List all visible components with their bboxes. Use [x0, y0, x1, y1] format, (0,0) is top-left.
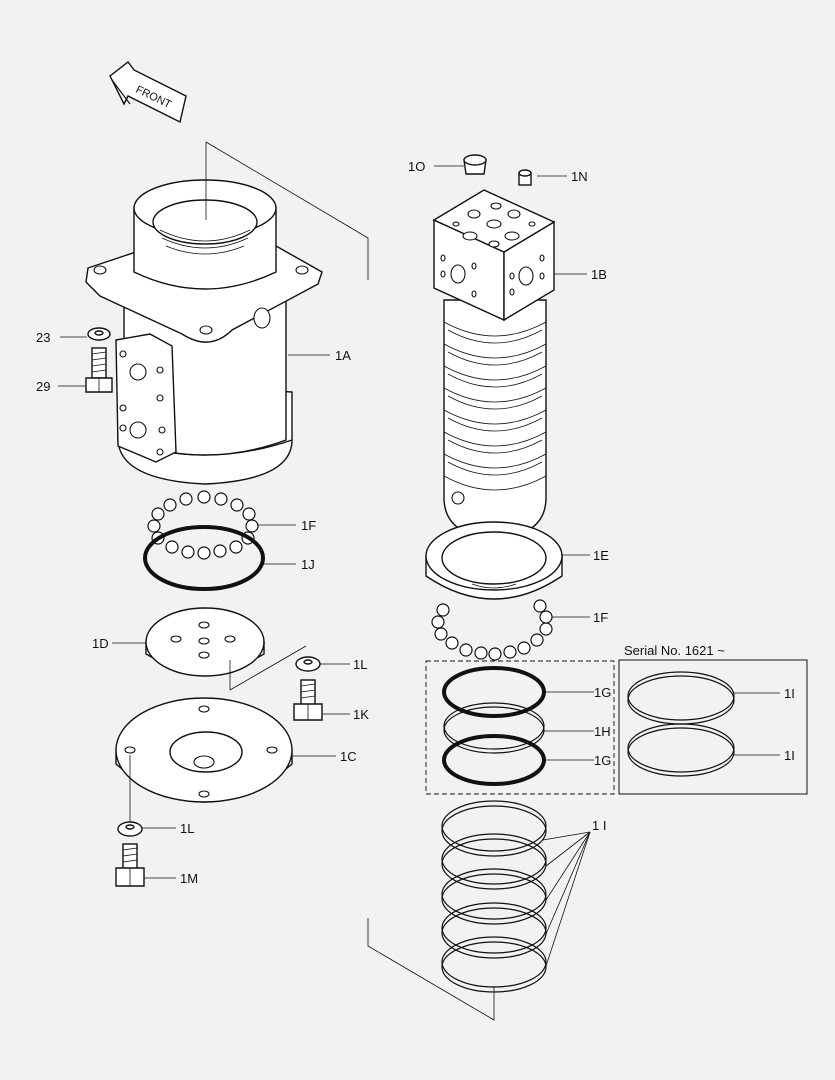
callout-1i-serial-bottom: 1I	[784, 748, 795, 763]
callout-1j: 1J	[301, 557, 315, 572]
callout-1k: 1K	[353, 707, 369, 722]
seal-ring-1e	[425, 521, 563, 600]
washer-23	[87, 327, 111, 341]
callout-1l-upper: 1L	[353, 657, 367, 672]
callout-1o: 1O	[408, 159, 425, 174]
backup-ring-1i-serial-bottom	[627, 723, 735, 777]
callout-1a: 1A	[335, 348, 351, 363]
front-arrow-icon: FRONT	[109, 61, 187, 124]
callout-1l-lower: 1L	[180, 821, 194, 836]
backup-ring-1h	[443, 702, 545, 754]
callout-labels: 1O 1N 1B 23 1A 29 1F 1J 1E 1F 1D 1L 1K 1…	[36, 159, 795, 886]
washer-1l-upper	[295, 656, 321, 672]
bearing-balls-1f-right	[431, 599, 553, 661]
callout-29: 29	[36, 379, 50, 394]
callout-1d: 1D	[92, 636, 109, 651]
serial-inset-box	[618, 659, 808, 795]
bearing-balls-1f-left	[147, 490, 259, 560]
cover-plate-1c	[115, 697, 293, 803]
callout-1i-stack: 1 I	[592, 818, 606, 833]
serial-label: Serial No. 1621 ~	[624, 643, 725, 658]
housing-1a	[85, 179, 323, 485]
callout-1n: 1N	[571, 169, 588, 184]
leader-lines	[58, 165, 780, 967]
o-ring-1g-top	[442, 666, 546, 718]
washer-1l-lower	[117, 821, 143, 837]
callout-1c: 1C	[340, 749, 357, 764]
backup-ring-1i-serial-top	[627, 671, 735, 725]
rotor-1b	[432, 189, 556, 539]
callout-1g-top: 1G	[594, 685, 611, 700]
plug-1n	[518, 169, 532, 186]
bolt-1k	[293, 679, 323, 721]
callout-23: 23	[36, 330, 50, 345]
callout-1f-left: 1F	[301, 518, 316, 533]
callout-1f-right: 1F	[593, 610, 608, 625]
cover-plate-1d	[145, 607, 265, 677]
o-ring-1j	[143, 525, 265, 591]
backup-ring-stack-1i	[441, 800, 547, 993]
o-ring-1g-bottom	[442, 734, 546, 786]
bolt-1m	[115, 843, 145, 887]
plug-1o	[463, 154, 487, 175]
callout-1e: 1E	[593, 548, 609, 563]
callout-1h: 1H	[594, 724, 611, 739]
callout-1g-bottom: 1G	[594, 753, 611, 768]
bolt-29	[85, 347, 113, 393]
callout-1m: 1M	[180, 871, 198, 886]
callout-1b: 1B	[591, 267, 607, 282]
callout-1i-serial-top: 1I	[784, 686, 795, 701]
